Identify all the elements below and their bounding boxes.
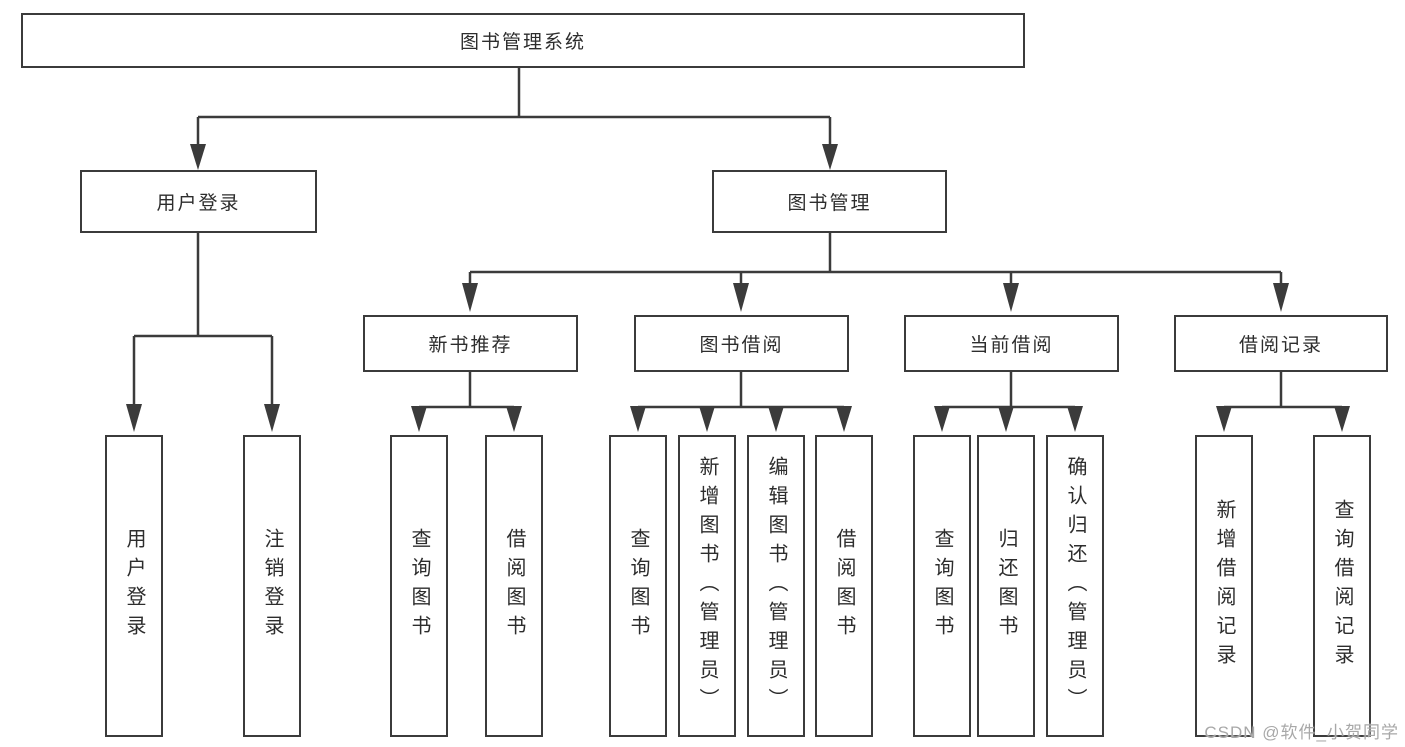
leaf-query-borrow-record-label: 查询借阅记录 <box>1331 499 1353 673</box>
node-user-login-label: 用户登录 <box>156 193 241 214</box>
leaf-user-login: 用户登录 <box>105 435 163 737</box>
leaf-edit-books-admin-label: 编辑图书（管理员） <box>765 455 787 717</box>
leaf-borrow-books-recommend-label: 借阅图书 <box>503 528 525 644</box>
leaf-return-books: 归还图书 <box>977 435 1035 737</box>
leaf-confirm-return-admin: 确认归还（管理员） <box>1046 435 1104 737</box>
leaf-query-books-recommend: 查询图书 <box>390 435 448 737</box>
leaf-add-books-admin-label: 新增图书（管理员） <box>696 455 718 717</box>
leaf-confirm-return-admin-label: 确认归还（管理员） <box>1064 455 1086 717</box>
node-borrowing-records-label: 借阅记录 <box>1238 335 1323 356</box>
leaf-query-books-recommend-label: 查询图书 <box>408 528 430 644</box>
leaf-add-borrow-record: 新增借阅记录 <box>1195 435 1253 737</box>
leaf-add-books-admin: 新增图书（管理员） <box>678 435 736 737</box>
leaf-logout: 注销登录 <box>243 435 301 737</box>
leaf-return-books-label: 归还图书 <box>995 528 1017 644</box>
node-book-management: 图书管理 <box>712 170 947 233</box>
leaf-borrow-books-recommend: 借阅图书 <box>485 435 543 737</box>
node-book-management-label: 图书管理 <box>787 193 872 214</box>
leaf-borrow-books-borrowing: 借阅图书 <box>815 435 873 737</box>
leaf-query-books-borrowing-label: 查询图书 <box>627 528 649 644</box>
leaf-logout-label: 注销登录 <box>261 528 283 644</box>
csdn-watermark: CSDN @软件_小贺同学 <box>1204 723 1399 742</box>
leaf-user-login-label: 用户登录 <box>123 528 145 644</box>
leaf-query-borrow-record: 查询借阅记录 <box>1313 435 1371 737</box>
node-book-borrowing-label: 图书借阅 <box>699 335 784 356</box>
node-current-borrowing-label: 当前借阅 <box>969 335 1054 356</box>
node-book-borrowing: 图书借阅 <box>634 315 849 372</box>
node-user-login: 用户登录 <box>80 170 317 233</box>
node-new-book-recommend: 新书推荐 <box>363 315 578 372</box>
node-current-borrowing: 当前借阅 <box>904 315 1119 372</box>
leaf-query-books-current-label: 查询图书 <box>931 528 953 644</box>
leaf-query-books-current: 查询图书 <box>913 435 971 737</box>
node-root-label: 图书管理系统 <box>459 32 586 53</box>
leaf-add-borrow-record-label: 新增借阅记录 <box>1213 499 1235 673</box>
leaf-edit-books-admin: 编辑图书（管理员） <box>747 435 805 737</box>
node-new-book-recommend-label: 新书推荐 <box>428 335 513 356</box>
leaf-borrow-books-borrowing-label: 借阅图书 <box>833 528 855 644</box>
leaf-query-books-borrowing: 查询图书 <box>609 435 667 737</box>
node-root: 图书管理系统 <box>21 13 1025 68</box>
node-borrowing-records: 借阅记录 <box>1174 315 1388 372</box>
